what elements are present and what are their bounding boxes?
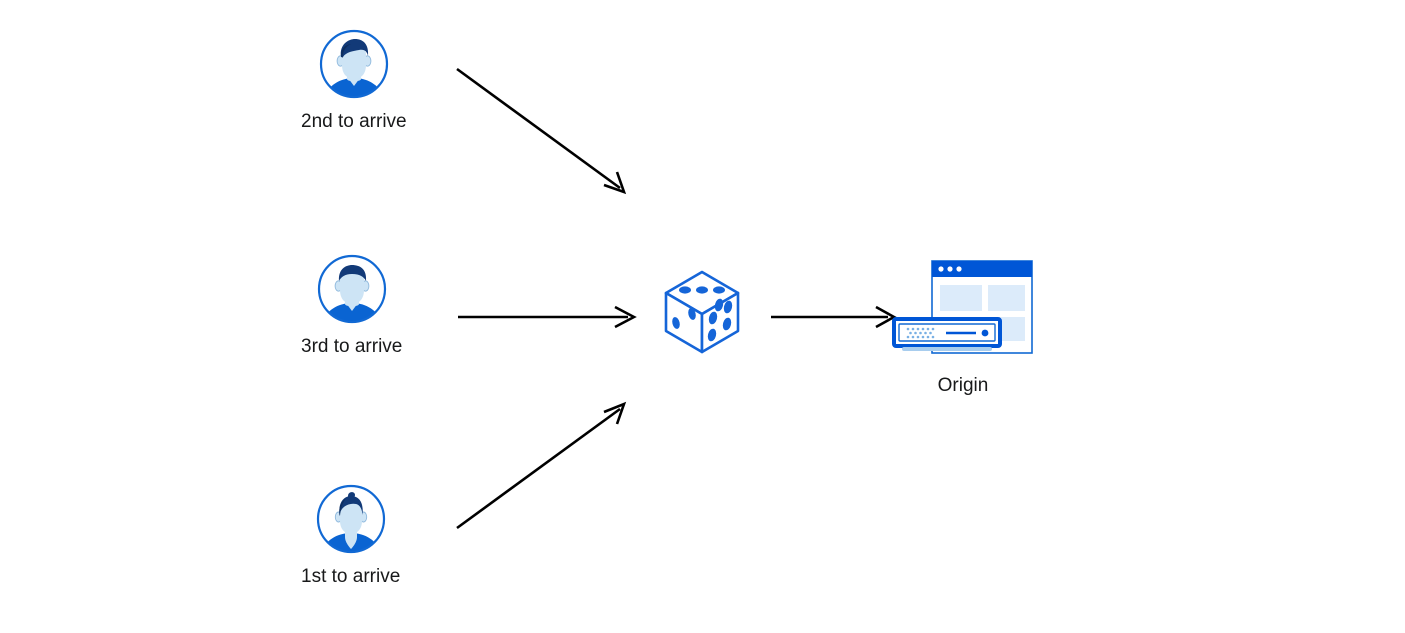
- node-client-2[interactable]: 3rd to arrive: [301, 253, 402, 359]
- node-randomizer[interactable]: [657, 266, 747, 358]
- node-label-client-1: 2nd to arrive: [301, 111, 407, 132]
- dice-top-pips: [679, 286, 725, 294]
- edge-client1-to-dice: [456, 67, 627, 195]
- node-label-client-3: 1st to arrive: [301, 566, 401, 587]
- node-label-client-2: 3rd to arrive: [301, 336, 403, 357]
- user-avatar-icon: [316, 253, 388, 325]
- node-client-3[interactable]: 1st to arrive: [301, 483, 400, 589]
- edge-client3-to-dice: [456, 401, 627, 530]
- node-origin[interactable]: Origin: [888, 255, 1038, 398]
- edge-dice-to-origin: [771, 305, 897, 329]
- node-label-origin: Origin: [937, 375, 989, 396]
- dice-left-pips: [672, 308, 696, 329]
- user-avatar-icon: [315, 483, 387, 555]
- edge-client2-to-dice: [458, 305, 637, 329]
- dice-icon: [657, 266, 747, 358]
- node-client-1[interactable]: 2nd to arrive: [301, 28, 407, 134]
- dice-right-pips: [707, 298, 733, 342]
- user-avatar-icon: [318, 28, 390, 100]
- server-browser-icon: [888, 255, 1038, 360]
- rack-server-icon: [892, 317, 1002, 351]
